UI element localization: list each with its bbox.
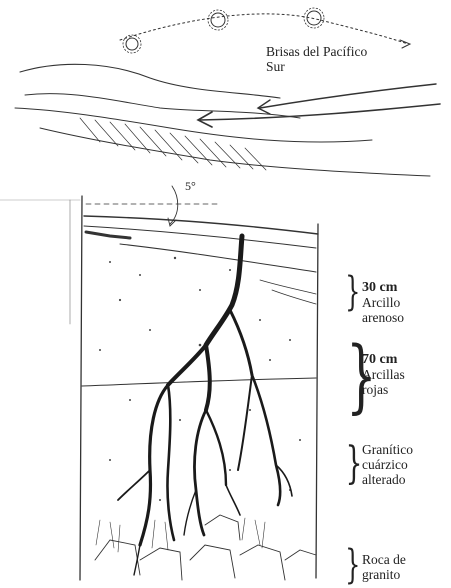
layer-name: Granítico cuárzico alterado [362,442,413,487]
slope-angle-label: 5° [185,179,196,194]
layer-depth: 70 cm [362,352,432,367]
layer-boundary-1b [260,280,316,294]
layer-boundary-2 [82,378,316,386]
brace-icon: } [346,442,363,486]
column-left-edge [80,196,82,580]
roots [118,236,292,575]
angle-arc [170,186,178,224]
brace-icon: } [345,272,360,312]
layer-label-2: 70 cm Arcillas rojas [362,352,432,397]
granite-blocks [95,515,316,580]
layer-depth: 30 cm [362,280,442,295]
layer-name: Arcillas rojas [362,367,405,397]
layer-label-1: 30 cm Arcillo arenoso [362,280,442,325]
layer-label-4: Roca de granito [362,552,432,582]
column-right-edge [316,224,318,578]
brace-icon: } [345,545,360,585]
breeze-label: Brisas del Pacífico Sur [266,44,376,74]
surface-line [84,216,318,234]
layer-name: Roca de granito [362,552,406,582]
topsoil-dark [86,232,130,238]
layer-label-3: Granítico cuárzico alterado [362,442,434,487]
layer-name: Arcillo arenoso [362,295,404,325]
layer-boundary-1 [120,244,316,272]
